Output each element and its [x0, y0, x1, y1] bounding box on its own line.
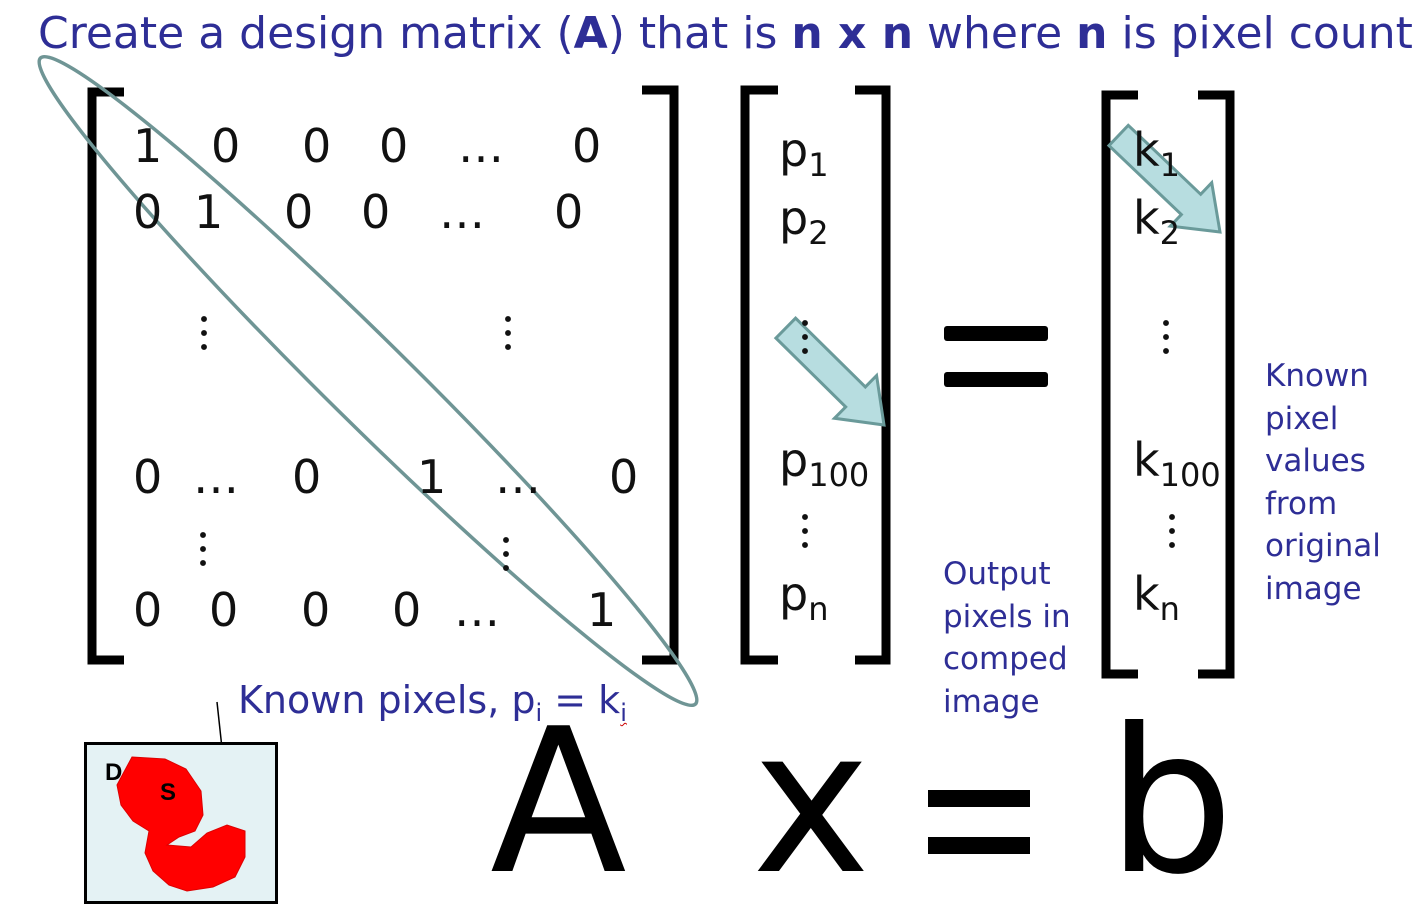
vector-k-entry: k100: [1133, 433, 1221, 494]
vector-k-entry: k1: [1133, 123, 1180, 184]
matrix-cell: 0: [133, 185, 163, 239]
vertical-dots: [197, 312, 211, 354]
inset-label-s: S: [160, 779, 177, 806]
inset-image: D S: [84, 742, 278, 904]
equals-sign: [944, 326, 1048, 388]
known-values-note: Known pixel values from original image: [1265, 358, 1381, 607]
vector-p-entry: p2: [779, 191, 829, 252]
diagonal-ellipse: [37, 54, 699, 708]
equation-b: b: [1107, 686, 1234, 919]
vertical-dots: [1159, 316, 1173, 358]
matrix-cell: 1: [417, 450, 447, 504]
vector-k-entry: k2: [1133, 191, 1180, 252]
equation-equals: [928, 790, 1030, 854]
matrix-cell: 0: [301, 583, 331, 637]
vector-k-right-bracket: [1198, 90, 1235, 679]
vertical-dots: [1165, 510, 1179, 552]
matrix-cell: 1: [133, 119, 163, 173]
matrix-cell: 1: [194, 185, 224, 239]
matrix-cell: 0: [379, 119, 409, 173]
matrix-cell: 0: [133, 583, 163, 637]
vector-p-entry: p100: [779, 433, 870, 494]
matrix-cell: 0: [292, 450, 322, 504]
matrix-cell: 0: [609, 450, 639, 504]
inset-label-d: D: [105, 759, 123, 786]
vertical-dots: [798, 510, 812, 552]
matrix-right-bracket: [642, 85, 679, 665]
matrix-cell: 0: [392, 583, 422, 637]
vector-p-left-bracket: [740, 85, 778, 665]
matrix-cell: 0: [133, 450, 163, 504]
matrix-cell: 1: [587, 583, 617, 637]
matrix-cell: …: [439, 185, 485, 239]
vector-p-entry: pn: [779, 567, 829, 628]
vector-k-entry: kn: [1133, 567, 1180, 628]
matrix-cell: 0: [209, 583, 239, 637]
vertical-dots: [499, 533, 513, 575]
arrow-to-k2: [1106, 123, 1222, 234]
matrix-cell: 0: [302, 119, 332, 173]
matrix-cell: 0: [284, 185, 314, 239]
matrix-cell: …: [495, 450, 541, 504]
vector-p-entry: p1: [779, 123, 829, 184]
matrix-cell: 0: [554, 185, 584, 239]
output-pixels-note: Output pixels in comped image: [943, 556, 1071, 720]
vertical-dots: [196, 528, 210, 570]
equation-a: A: [490, 686, 627, 919]
matrix-cell: …: [454, 583, 500, 637]
slide-title: Create a design matrix (A) that is n x n…: [38, 8, 1413, 59]
vector-p-right-bracket: [855, 85, 891, 665]
vector-k-left-bracket: [1101, 90, 1138, 679]
vertical-dots: [501, 312, 515, 354]
matrix-cell: 0: [361, 185, 391, 239]
matrix-cell: 0: [572, 119, 602, 173]
matrix-cell: …: [458, 119, 504, 173]
matrix-cell: 0: [211, 119, 241, 173]
known-pixels-label: Known pixels, pi = ki: [238, 678, 627, 727]
vertical-dots: [798, 316, 812, 358]
equation-x: x: [752, 686, 871, 919]
matrix-cell: …: [193, 450, 239, 504]
source-region-shape: [116, 756, 246, 892]
